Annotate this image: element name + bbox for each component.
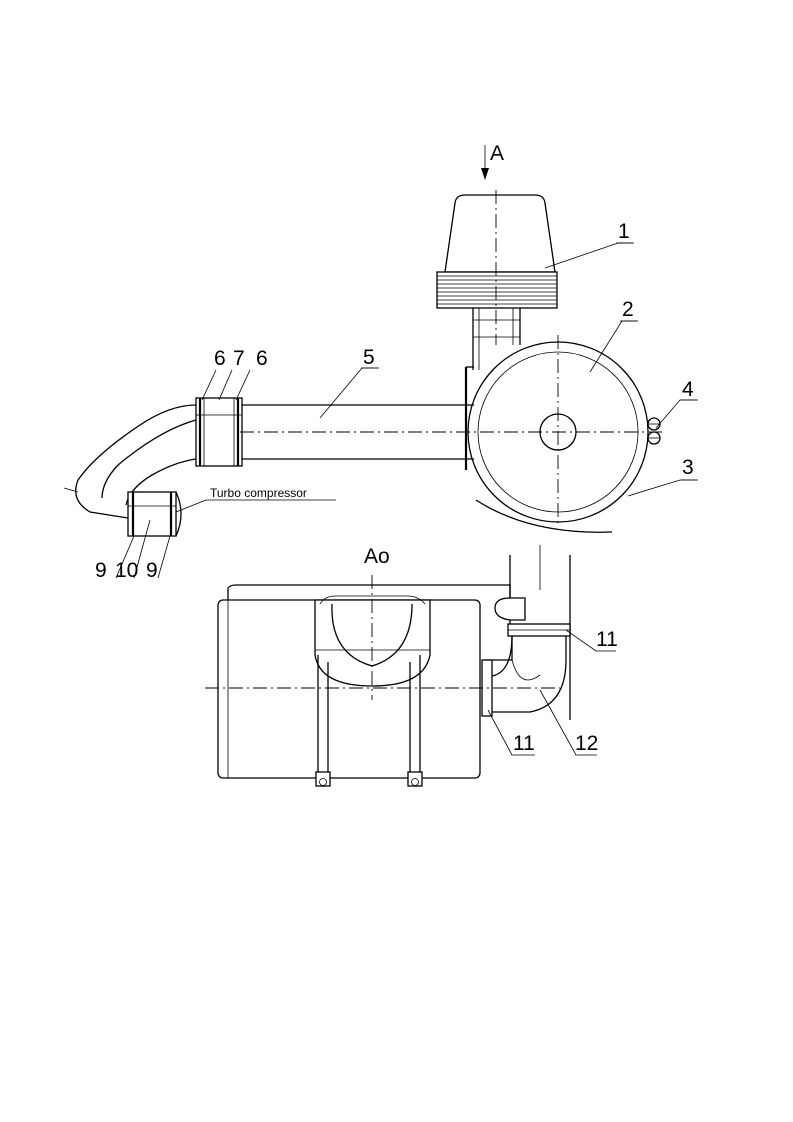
view-ao: Ao [205, 545, 618, 787]
view-label-ao: Ao [364, 545, 390, 568]
turbo-compressor-label: Turbo compressor [210, 486, 307, 500]
callout-7: 7 [233, 347, 245, 370]
callout-11-upper: 11 [596, 628, 618, 651]
strap-bolt [647, 417, 661, 445]
callout-3: 3 [682, 456, 694, 479]
callout-6-left: 6 [214, 347, 226, 370]
callout-leaders-ao [487, 629, 616, 756]
turbo-hose [127, 491, 182, 537]
top-view: A [63, 142, 698, 582]
intake-pipe [240, 404, 474, 460]
inlet-collar [314, 595, 431, 687]
callout-2: 2 [622, 298, 634, 321]
outlet-duct [494, 545, 571, 720]
view-arrow-a: A [481, 142, 504, 180]
callout-1: 1 [618, 220, 630, 243]
connecting-hose [195, 397, 243, 467]
mounting-strap [475, 499, 613, 533]
outlet-elbow [481, 623, 571, 717]
callout-10: 10 [115, 559, 138, 582]
callout-11-lower: 11 [513, 732, 535, 755]
callout-12: 12 [575, 732, 598, 755]
view-label-a: A [490, 142, 504, 165]
callout-4: 4 [682, 378, 694, 401]
callout-6-right: 6 [256, 347, 268, 370]
callout-5: 5 [363, 346, 375, 369]
callout-underlines-top [361, 242, 698, 481]
pre-cleaner-cap [436, 194, 558, 309]
mounting-straps [315, 655, 423, 787]
callout-9-right: 9 [146, 559, 158, 582]
inlet-stem-pipe [472, 308, 521, 370]
callout-9-left: 9 [95, 559, 107, 582]
